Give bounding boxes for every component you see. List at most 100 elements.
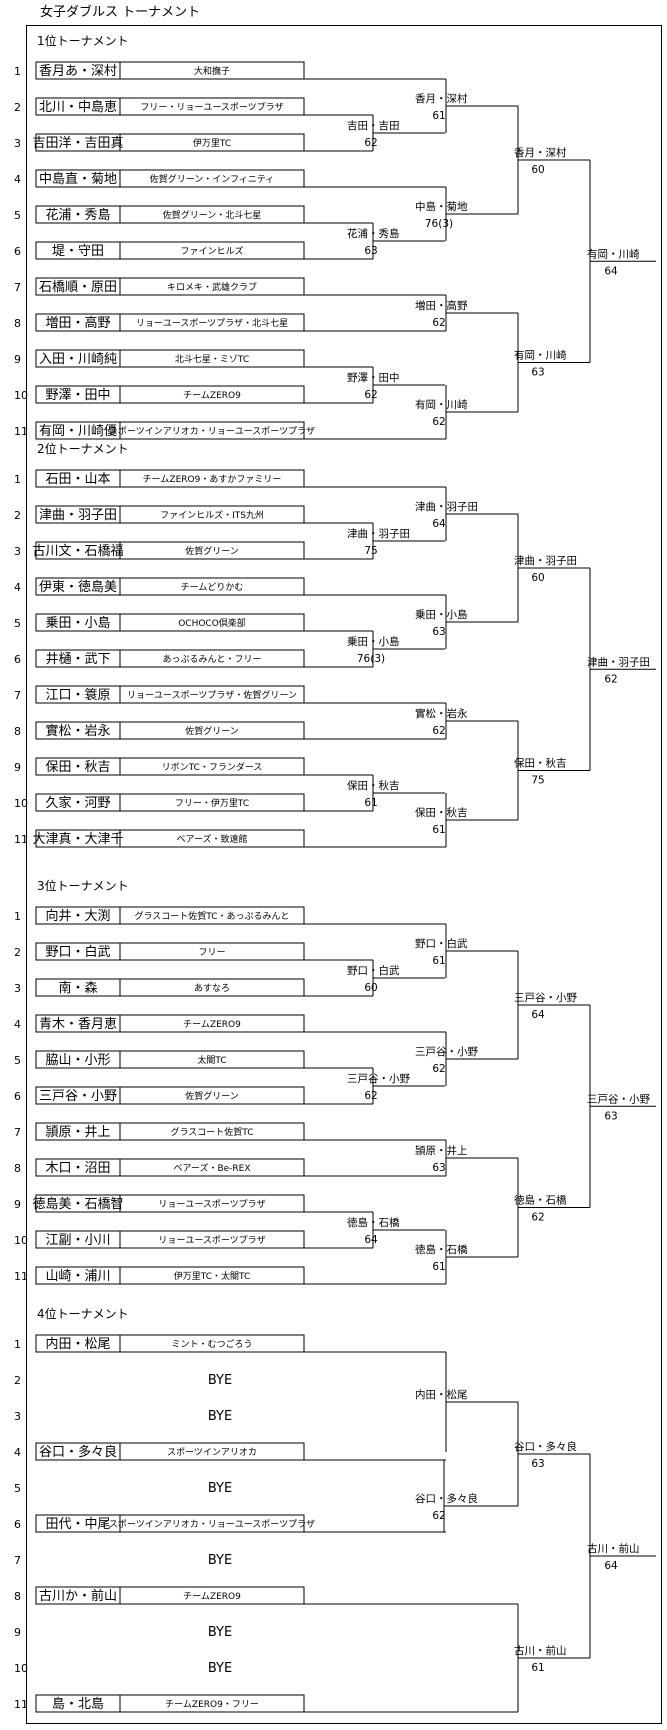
r2-match-score: 64 bbox=[432, 518, 446, 530]
r1-match-score: 64 bbox=[364, 1234, 378, 1246]
entry-names: 北川・中島恵 bbox=[39, 100, 117, 115]
entry-names: 乗田・小島 bbox=[45, 616, 110, 631]
entry-names: 堤・守田 bbox=[52, 244, 104, 259]
r2-match-winner: 實松・岩永 bbox=[415, 707, 468, 720]
r2-match-winner: 乗田・小島 bbox=[415, 608, 468, 621]
entry-club: リョーユースポーツプラザ・佐賀グリーン bbox=[127, 689, 297, 701]
section-title: 3位トーナメント bbox=[37, 878, 129, 893]
semi-match-score: 64 bbox=[531, 1009, 545, 1021]
semi-match-winner: 徳島・石橋 bbox=[514, 1194, 567, 1207]
semi-match-winner: 有岡・川崎 bbox=[514, 349, 567, 362]
slot-number: 9 bbox=[14, 1198, 21, 1211]
entry-names: 脇山・小形 bbox=[45, 1053, 110, 1068]
entry-club: チームZERO9・あすかファミリー bbox=[143, 474, 282, 485]
entry-club: 伊万里TC bbox=[193, 137, 231, 149]
entry-box bbox=[35, 61, 305, 80]
slot-number: 10 bbox=[14, 1234, 28, 1247]
bye-label: BYE bbox=[208, 1661, 232, 1676]
r1-match-winner: 野澤・田中 bbox=[347, 371, 400, 384]
r2-match-winner: 谷口・多々良 bbox=[415, 1492, 478, 1505]
entry-names: 田代・中尾 bbox=[45, 1517, 110, 1532]
r1-match-score: 61 bbox=[364, 797, 377, 809]
bye-label: BYE bbox=[208, 1625, 232, 1640]
entry-club: リョーユースポーツプラザ bbox=[158, 1235, 265, 1246]
bye-label: BYE bbox=[208, 1373, 232, 1388]
entry-club: フリー・伊万里TC bbox=[175, 797, 249, 809]
entry-club: 佐賀グリーン・北斗七星 bbox=[163, 209, 262, 221]
slot-number: 6 bbox=[14, 245, 21, 258]
slot-number: 4 bbox=[14, 1018, 21, 1031]
entry-club: リョーユースポーツプラザ・北斗七星 bbox=[136, 318, 288, 329]
entry-club: 太閤TC bbox=[197, 1054, 226, 1066]
bye-label: BYE bbox=[208, 1481, 232, 1496]
r1-match-score: 75 bbox=[364, 545, 377, 557]
slot-number: 2 bbox=[14, 1374, 21, 1387]
semi-match-score: 63 bbox=[531, 1458, 544, 1470]
entry-box bbox=[35, 1158, 305, 1177]
entry-box bbox=[35, 1586, 305, 1605]
entry-club: グラスコート佐賀TC・あっぷるみんと bbox=[134, 910, 289, 922]
semi-match-winner: 三戸谷・小野 bbox=[514, 992, 577, 1004]
slot-number: 8 bbox=[14, 1590, 21, 1603]
entry-box bbox=[35, 1266, 305, 1285]
entry-names: 保田・秋吉 bbox=[45, 760, 110, 775]
r2-match-winner: 増田・高野 bbox=[415, 299, 468, 312]
slot-number: 6 bbox=[14, 1090, 21, 1103]
entry-box bbox=[35, 1122, 305, 1141]
entry-box bbox=[35, 421, 305, 440]
slot-number: 7 bbox=[14, 1554, 21, 1567]
slot-number: 4 bbox=[14, 1446, 21, 1459]
r2-match-winner: 三戸谷・小野 bbox=[415, 1046, 478, 1058]
slot-number: 2 bbox=[14, 946, 21, 959]
slot-number: 11 bbox=[14, 833, 28, 846]
section-title: 2位トーナメント bbox=[37, 441, 129, 456]
slot-number: 3 bbox=[14, 137, 21, 150]
entry-box bbox=[35, 721, 305, 740]
r2-match-score: 61 bbox=[432, 1261, 445, 1273]
section-4 bbox=[35, 1334, 305, 1713]
semi-match-score: 75 bbox=[531, 775, 544, 787]
entry-club: ベアーズ・致遠館 bbox=[176, 833, 247, 845]
r2-match-winner: 内田・松尾 bbox=[415, 1388, 468, 1401]
r1-match-winner: 津曲・羽子田 bbox=[347, 528, 410, 540]
entry-club: スポーツインアリオカ・リョーユースポーツプラザ bbox=[109, 1519, 315, 1530]
entry-names: 増田・高野 bbox=[45, 315, 110, 331]
entry-box bbox=[35, 1514, 305, 1533]
entry-names: 石橋順・原田 bbox=[39, 280, 117, 295]
entry-names: 南・森 bbox=[58, 980, 97, 996]
entry-box bbox=[35, 685, 305, 704]
r2-match-score: 61 bbox=[432, 955, 445, 967]
entry-names: 野澤・田中 bbox=[45, 388, 110, 403]
r2-match-winner: 中島・菊地 bbox=[415, 200, 468, 213]
entry-club: 佐賀グリーン bbox=[185, 725, 239, 737]
r2-match-score: 63 bbox=[432, 1162, 445, 1174]
entry-names: 三戸谷・小野 bbox=[39, 1089, 117, 1104]
semi-match-winner: 津曲・羽子田 bbox=[514, 555, 577, 567]
semi-match-score: 62 bbox=[531, 1212, 544, 1224]
entry-box bbox=[35, 205, 305, 224]
entry-names: 谷口・多々良 bbox=[39, 1444, 117, 1460]
r2-match-winner: 頴原・井上 bbox=[415, 1144, 468, 1157]
slot-number: 10 bbox=[14, 389, 28, 402]
final-match-score: 64 bbox=[604, 1560, 618, 1572]
entry-club: ベアーズ・Be-REX bbox=[173, 1162, 250, 1174]
r2-match-winner: 津曲・羽子田 bbox=[415, 501, 478, 513]
entry-box bbox=[35, 1194, 305, 1213]
entry-club: リボンTC・フランダース bbox=[162, 761, 263, 773]
entry-box bbox=[35, 1050, 305, 1069]
entry-box bbox=[35, 1694, 305, 1713]
entry-club: グラスコート佐賀TC bbox=[170, 1126, 253, 1138]
r1-match-score: 60 bbox=[364, 982, 377, 994]
entry-box bbox=[35, 169, 305, 188]
r2-match-winner: 保田・秋吉 bbox=[415, 806, 468, 819]
final-match-winner: 古川・前山 bbox=[587, 1542, 640, 1555]
r2-match-score: 62 bbox=[432, 416, 445, 428]
section-1 bbox=[35, 61, 305, 440]
bracket-frame bbox=[26, 25, 662, 1724]
entry-club: 佐賀グリーン bbox=[185, 1090, 239, 1102]
r1-match-score: 62 bbox=[364, 137, 377, 149]
slot-number: 7 bbox=[14, 689, 21, 702]
section-2 bbox=[35, 469, 305, 848]
entry-club: チームZERO9・フリー bbox=[165, 1699, 259, 1710]
